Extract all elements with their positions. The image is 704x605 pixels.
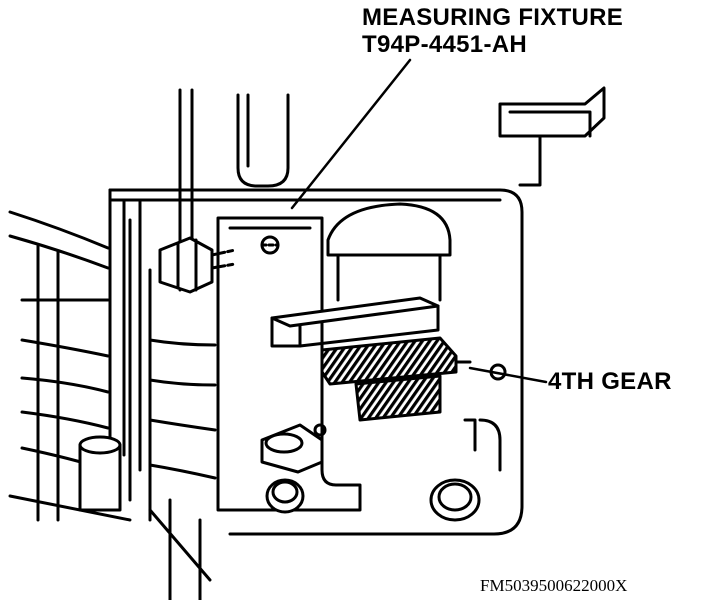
fourth-gear [320,336,507,422]
transmission-case [108,188,524,536]
fixture-part-number-label: T94P-4451-AH [362,31,528,58]
fixture-name-label: MEASURING FIXTURE [362,4,624,31]
lower-support [78,435,212,602]
left-housing-ribs [8,210,217,522]
case-bolt [429,418,502,522]
fixture-leader-line [290,58,412,210]
adjustment-knob [260,423,327,514]
measuring-fixture-plate [216,216,362,512]
gear-label: 4TH GEAR [548,368,672,395]
gear-leader-line [468,366,548,384]
figure-id: FM5039500622000X [480,576,628,595]
bracket-block [498,86,606,187]
retaining-bolt [158,236,237,294]
gear-cap [326,202,452,302]
fixture-arm [270,296,440,348]
